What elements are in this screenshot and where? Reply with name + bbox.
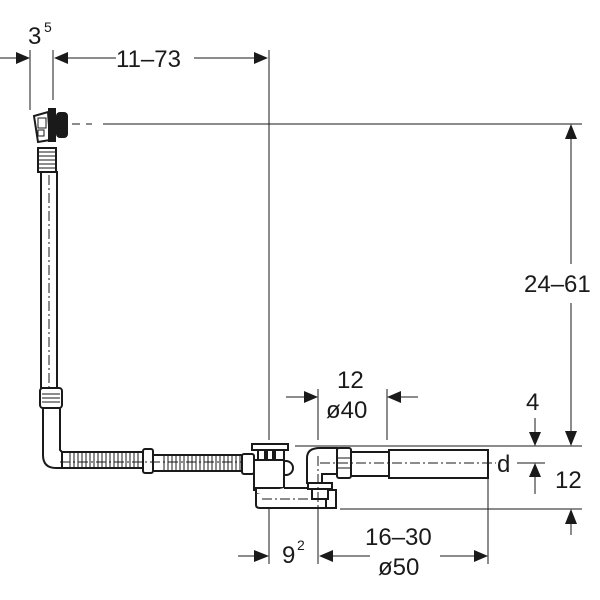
- top-offset-dimension: 4: [526, 389, 541, 446]
- overflow-vertical-pipe: [37, 147, 63, 469]
- overflow-head: [32, 108, 68, 144]
- horizontal-range-label: 11–73: [116, 46, 181, 73]
- top-offset-label: 4: [526, 389, 539, 416]
- trap-dimension: 12 ø40: [286, 367, 418, 440]
- outlet-pipe: [320, 447, 496, 479]
- overflow-offset-dimension: 3 5: [0, 19, 54, 110]
- outlet-diameter-label: ø50: [378, 554, 419, 581]
- drain-offset-dimension: 9 2: [238, 505, 319, 569]
- horizontal-range-dimension: 11–73: [54, 46, 270, 440]
- vertical-range-dimension: 24–61: [524, 124, 591, 446]
- outlet-length-label: 16–30: [365, 524, 432, 551]
- drain-offset-base: 9: [282, 542, 295, 569]
- outlet-d-label: d: [497, 451, 510, 478]
- vertical-range-label: 24–61: [524, 271, 591, 298]
- outlet-height-dimension: 12: [340, 462, 582, 535]
- trap-width-label: 12: [337, 367, 364, 394]
- drain-offset-sup: 2: [297, 537, 305, 553]
- outlet-height-label: 12: [555, 467, 582, 494]
- horizontal-corrugated-hose: [60, 448, 260, 475]
- trap-diameter-label: ø40: [326, 397, 367, 424]
- overflow-offset-base: 3: [28, 23, 41, 50]
- overflow-offset-sup: 5: [44, 19, 52, 35]
- drain-trap-body: [251, 443, 338, 510]
- outlet-length-dimension: 16–30 ø50: [319, 478, 489, 581]
